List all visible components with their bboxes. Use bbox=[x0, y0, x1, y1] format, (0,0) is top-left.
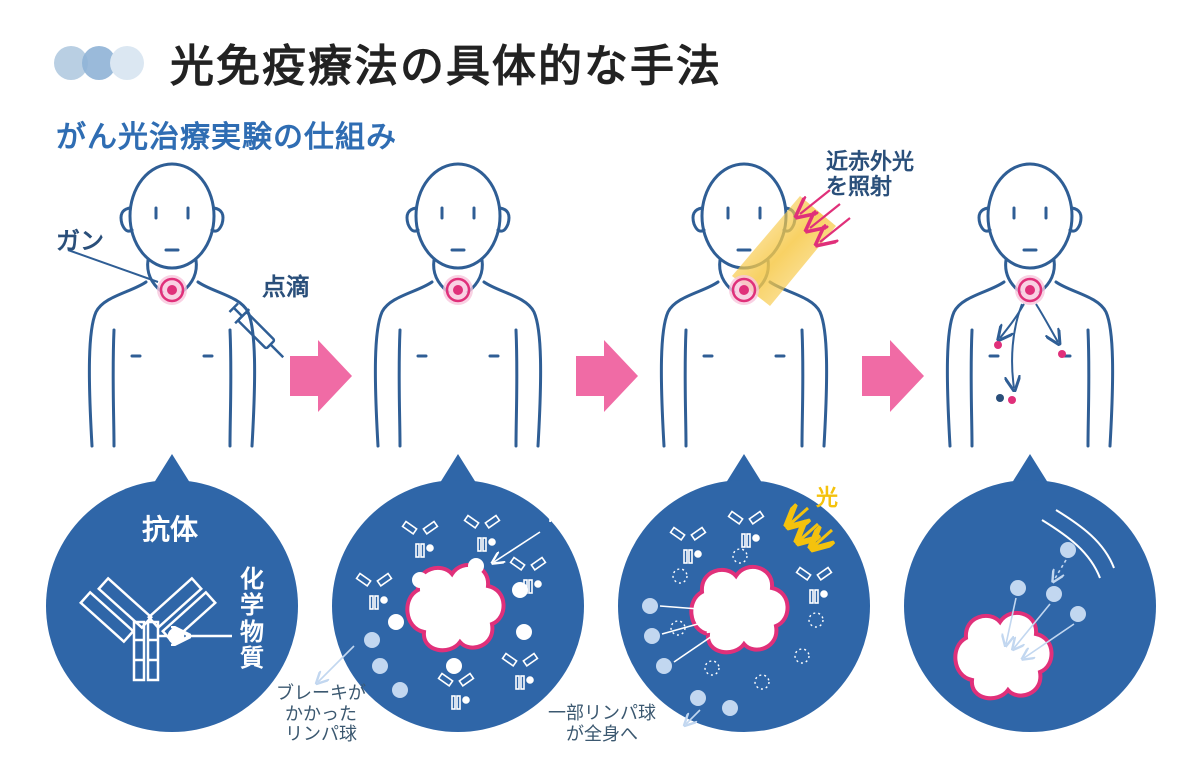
braked-label-line: かかった bbox=[285, 703, 357, 725]
chem-char: 学 bbox=[240, 591, 264, 620]
light-label: 光 bbox=[816, 486, 839, 511]
treg-pointer bbox=[494, 531, 541, 562]
title-row: 光免疫療法の具体的な手法 bbox=[54, 30, 722, 94]
treg-label-line: 制御性 bbox=[544, 485, 598, 506]
chem-char: 質 bbox=[240, 644, 264, 673]
step-arrow-icon bbox=[862, 340, 924, 412]
lymphocyte-group bbox=[642, 598, 738, 716]
step-arrow-icon bbox=[576, 340, 638, 412]
spread-pointer bbox=[686, 709, 701, 724]
page-title: 光免疫療法の具体的な手法 bbox=[170, 41, 722, 92]
destroyed-cells bbox=[670, 548, 824, 690]
light-ray-icon bbox=[790, 508, 832, 546]
nir-arrows bbox=[800, 189, 851, 242]
chem-char: 化 bbox=[240, 565, 264, 593]
attack-arrows bbox=[659, 606, 718, 663]
cancer-pointer-line bbox=[67, 249, 159, 283]
cancer-label: ガン bbox=[56, 227, 104, 255]
spread-label-line: が全身へ bbox=[566, 723, 638, 745]
nir-label: 近赤外光 を照射 bbox=[826, 150, 914, 201]
nir-label-line: 近赤外光 bbox=[826, 150, 915, 175]
drip-label: 点滴 bbox=[262, 273, 310, 301]
spread-arrows bbox=[1000, 303, 1058, 388]
lymphocyte-dot bbox=[994, 341, 1002, 349]
braked-pointer bbox=[318, 645, 355, 682]
braked-label-line: ブレーキが bbox=[276, 683, 366, 704]
vessel-line bbox=[1055, 509, 1115, 569]
title-dots-icon bbox=[54, 42, 150, 82]
cancer-target-icon bbox=[1013, 273, 1047, 307]
title-dot bbox=[110, 46, 144, 80]
attack-arrows bbox=[1006, 559, 1075, 658]
lymphocyte-dot bbox=[1058, 350, 1066, 358]
treg-label-line: T 細胞 bbox=[544, 505, 598, 527]
vessel-line bbox=[1041, 519, 1101, 579]
lymphocyte-dot bbox=[1008, 396, 1016, 404]
detail-bubbles bbox=[46, 454, 1156, 732]
page-subtitle: がん光治療実験の仕組み bbox=[56, 120, 397, 155]
spread-label: 一部リンパ球 が全身へ bbox=[548, 703, 656, 745]
braked-label: ブレーキが かかった リンパ球 bbox=[276, 683, 366, 746]
cancer-target-icon bbox=[441, 273, 475, 307]
syringe-icon bbox=[228, 302, 285, 359]
step-arrow-icon bbox=[290, 340, 352, 412]
nir-label-line: を照射 bbox=[826, 175, 893, 201]
cancer-target-icon bbox=[155, 273, 189, 307]
braked-label-line: リンパ球 bbox=[285, 724, 357, 746]
lymphocyte-group bbox=[1010, 542, 1086, 622]
lymphocyte-dot bbox=[996, 394, 1004, 402]
antibody-icon bbox=[78, 576, 232, 682]
chem-label: 化 学 物 質 bbox=[238, 566, 266, 672]
spread-label-line: 一部リンパ球 bbox=[548, 703, 656, 724]
cancer-target-icon bbox=[727, 273, 761, 307]
chem-char: 物 bbox=[240, 617, 264, 646]
treg-label: 制御性 T 細胞 bbox=[544, 485, 598, 527]
antibody-label: 抗体 bbox=[142, 513, 199, 546]
